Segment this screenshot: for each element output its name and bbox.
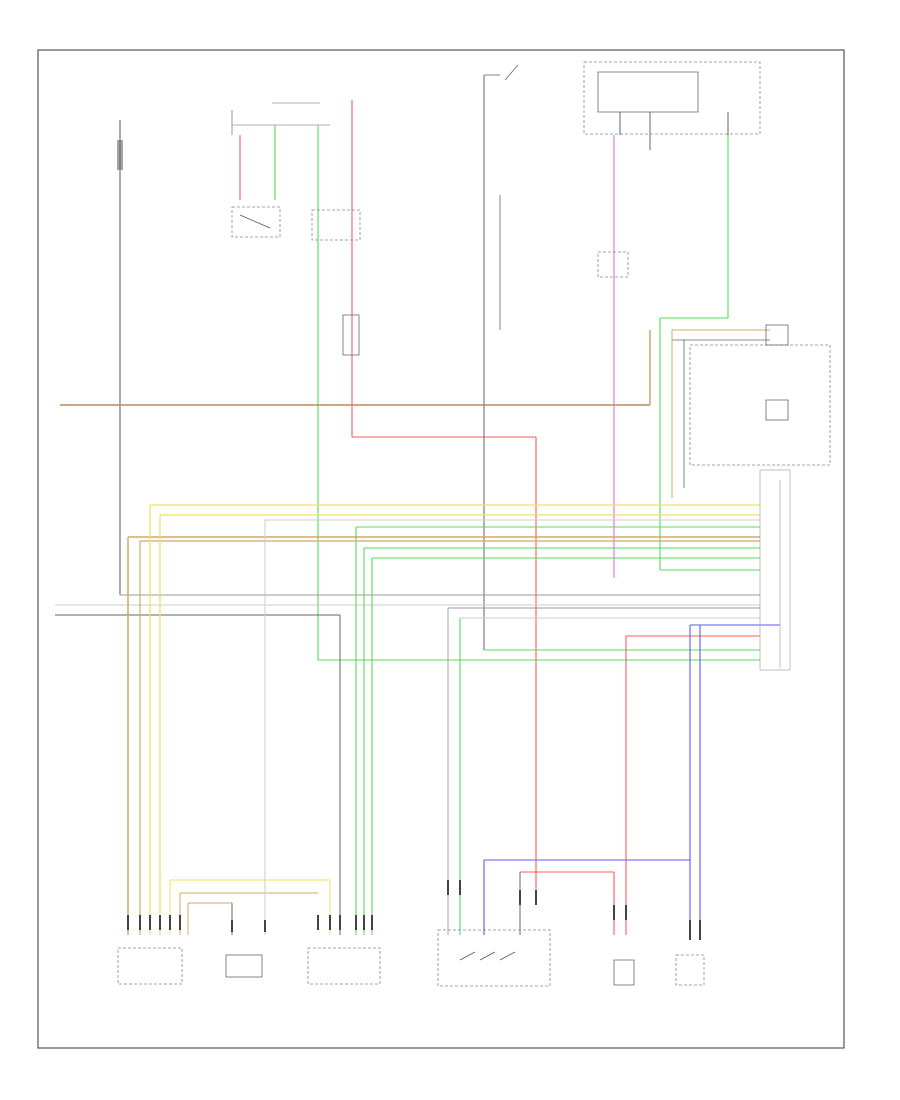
- diagram-frame: [37, 49, 845, 1049]
- brown-horizontal-wire: [60, 330, 651, 406]
- component-4-box: [437, 929, 551, 987]
- connector-ticks: [127, 880, 701, 940]
- component-2-box: [225, 954, 263, 978]
- drops-right: [447, 608, 701, 935]
- component-3-box: [307, 947, 381, 985]
- component-6-box: [675, 954, 705, 986]
- top-left-fuse-feed: [117, 120, 123, 595]
- sensor-right: [597, 251, 629, 278]
- component-5-box: [613, 959, 635, 986]
- green-wire-right: [659, 135, 760, 571]
- resistor-mid: [342, 314, 360, 356]
- drops-middle: [339, 527, 373, 935]
- drops-left: [127, 505, 331, 935]
- black-wire-center: [483, 64, 760, 651]
- red-wire-mid: [351, 100, 537, 905]
- main-bus: [55, 504, 780, 661]
- component-1-box: [117, 947, 183, 985]
- top-switch-module: [231, 102, 330, 238]
- switch-symbol: [459, 951, 516, 961]
- sensor-box-mid: [311, 209, 361, 241]
- top-right-relay: [583, 61, 761, 150]
- upper-right-connector: [671, 324, 831, 498]
- ecm-connector: [759, 469, 791, 671]
